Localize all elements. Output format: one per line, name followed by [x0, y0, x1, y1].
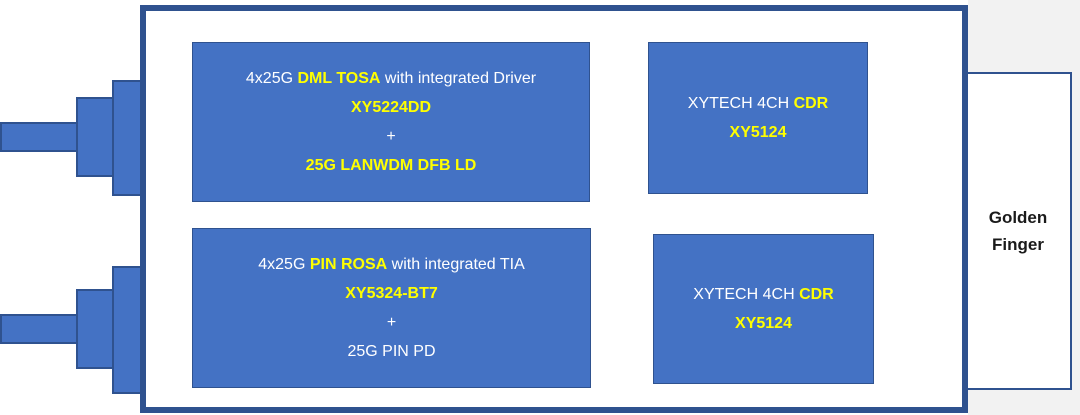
tosa-block: 4x25G DML TOSA with integrated Driver XY… [192, 42, 590, 202]
tx-connector-outer [76, 97, 116, 177]
rosa-description: 4x25G PIN ROSA with integrated TIA [258, 256, 525, 273]
golden-finger-box: Golden Finger [966, 72, 1072, 390]
cdr-bottom-description: XYTECH 4CH CDR [693, 286, 834, 303]
cdr-top-highlight: CDR [793, 95, 829, 112]
rx-connector-outer [76, 289, 116, 369]
tx-fiber-stub [0, 122, 80, 152]
cdr-block-bottom: XYTECH 4CH CDR XY5124 [653, 234, 874, 384]
tosa-plus: + [386, 128, 396, 145]
rx-fiber-stub [0, 314, 80, 344]
cdr-top-description: XYTECH 4CH CDR [687, 95, 829, 112]
rx-connector-inner [112, 266, 144, 394]
golden-finger-label: Golden Finger [988, 208, 1048, 254]
rosa-part-number: XY5324-BT7 [345, 285, 438, 302]
tosa-description: 4x25G DML TOSA with integrated Driver [245, 70, 537, 87]
cdr-bottom-highlight: CDR [799, 286, 834, 303]
rosa-detector-type: 25G PIN PD [347, 343, 436, 360]
tosa-laser-type: 25G LANWDM DFB LD [305, 157, 477, 174]
rosa-plus: + [386, 314, 397, 331]
tosa-part-number: XY5224DD [350, 99, 432, 116]
cdr-bottom-part-number: XY5124 [735, 315, 792, 332]
tosa-type: DML TOSA [297, 70, 381, 87]
cdr-top-part-number: XY5124 [729, 124, 787, 141]
rosa-type: PIN ROSA [309, 256, 388, 273]
cdr-block-top: XYTECH 4CH CDR XY5124 [648, 42, 868, 194]
rosa-block: 4x25G PIN ROSA with integrated TIA XY532… [192, 228, 591, 388]
